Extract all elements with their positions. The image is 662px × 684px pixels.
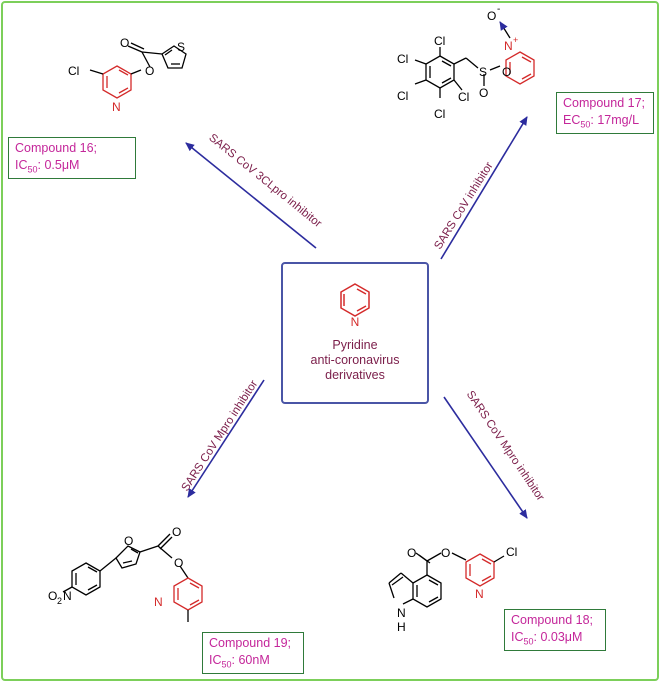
compound-17-o-minus: O — [487, 9, 496, 23]
compound-16-activity: IC50: 0.5μM — [15, 158, 80, 175]
compound-18-structure — [388, 552, 505, 608]
compound-16-structure — [89, 42, 187, 99]
compound-17-cl-right: Cl — [458, 90, 469, 104]
compound-16-o-carbonyl: O — [120, 36, 129, 50]
compound-19-o-carbonyl: O — [172, 525, 181, 539]
compound-17-activity: EC50: 17mg/L — [563, 113, 640, 130]
compound-16-s: S — [177, 40, 185, 54]
compound-19-o-ester: O — [174, 556, 183, 570]
compound-19-no2-sub: 2 — [57, 596, 62, 606]
compound-17-label: Compound 17; — [563, 96, 646, 110]
compound-17-cl-top: Cl — [434, 34, 445, 48]
compound-19-o-furan: O — [124, 534, 133, 548]
compound-16-n: N — [112, 100, 121, 114]
compound-19-label: Compound 19; — [209, 636, 292, 650]
arrow-to-compound-18 — [443, 396, 528, 519]
center-caption-line-2: anti-coronavirus — [310, 353, 400, 367]
compound-16-cl: Cl — [68, 64, 79, 78]
compound-17-n-charge: + — [513, 35, 518, 45]
compound-18-label: Compound 18; — [511, 613, 594, 627]
compound-18-o-ester: O — [441, 546, 450, 560]
compound-19-no2-o: O — [48, 589, 57, 603]
compound-16-label: Compound 16; — [15, 141, 98, 155]
compound-17-cl-left-upper: Cl — [397, 52, 408, 66]
compound-17-o-1: O — [479, 86, 488, 100]
compound-18-cl: Cl — [506, 545, 517, 559]
compound-19-box: Compound 19; IC50: 60nM — [202, 632, 304, 674]
arrow-to-compound-17 — [440, 116, 528, 260]
compound-18-indole-n: N — [397, 606, 406, 620]
arrow-to-compound-16 — [185, 142, 317, 249]
compound-17-n: N — [504, 39, 513, 53]
compound-17-s: S — [479, 65, 487, 79]
center-caption: Pyridine anti-coronavirus derivatives — [281, 338, 429, 383]
compound-17-n-oxide-arrow — [499, 21, 511, 39]
compound-18-n: N — [475, 587, 484, 601]
compound-19-no2-n: N — [63, 589, 72, 603]
compound-19-n: N — [154, 595, 163, 609]
arrow-to-compound-19 — [187, 379, 265, 498]
compound-18-box: Compound 18; IC50: 0.03μM — [504, 609, 606, 651]
compound-17-o-2: O — [502, 65, 511, 79]
center-caption-line-3: derivatives — [325, 368, 385, 382]
compound-16-o-ester: O — [145, 64, 154, 78]
compound-17-cl-left-lower: Cl — [397, 89, 408, 103]
compound-17-cl-bottom: Cl — [434, 107, 445, 121]
compound-16-box: Compound 16; IC50: 0.5μM — [8, 137, 136, 179]
center-pyridine-n: N — [351, 315, 360, 329]
compound-19-activity: IC50: 60nM — [209, 653, 270, 670]
center-caption-line-1: Pyridine — [332, 338, 378, 352]
compound-19-structure — [62, 533, 203, 622]
compound-18-indole-h: H — [397, 620, 406, 634]
compound-17-structure — [414, 47, 535, 98]
compound-17-box: Compound 17; EC50: 17mg/L — [556, 92, 654, 134]
compound-18-activity: IC50: 0.03μM — [511, 630, 583, 647]
compound-17-o-charge: - — [497, 4, 500, 15]
compound-18-o-carbonyl: O — [407, 546, 416, 560]
center-pyridine-structure — [340, 283, 370, 317]
center-box — [281, 262, 429, 404]
